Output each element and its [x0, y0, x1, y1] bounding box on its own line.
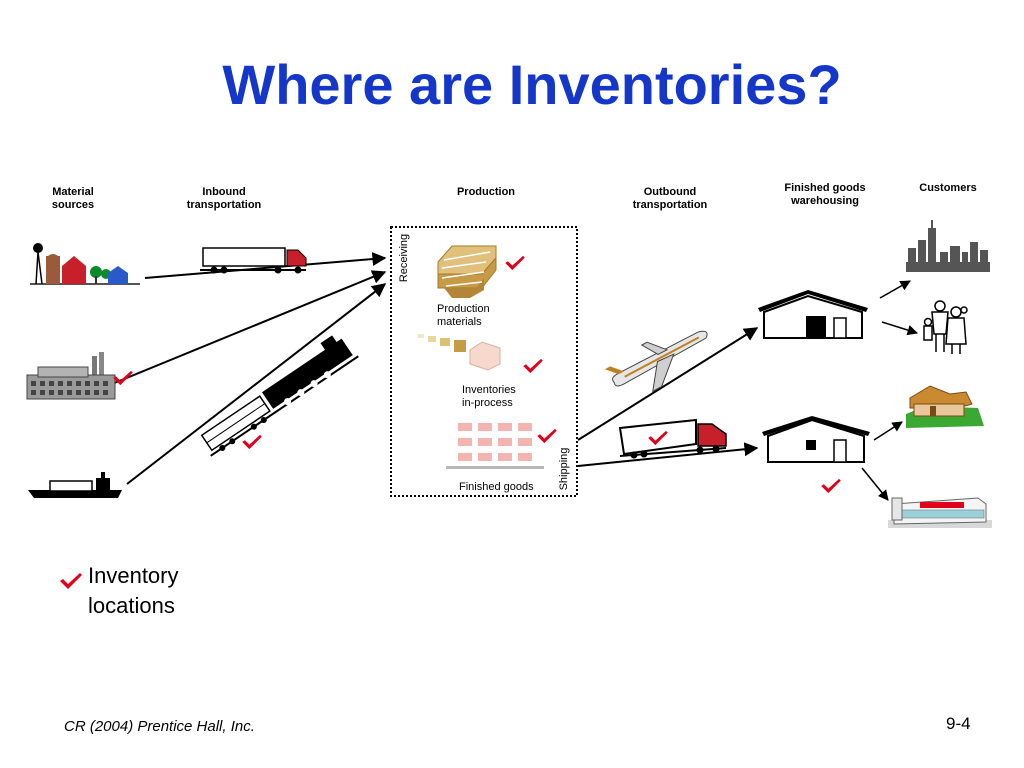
- train-icon: [200, 335, 359, 457]
- header-production: Production: [456, 186, 516, 198]
- arrow-to-house: [873, 421, 903, 441]
- factory-icon: [26, 352, 116, 400]
- finished-goods-label: Finished goods: [459, 481, 534, 493]
- inventories-in-process-label: Inventories in-process: [462, 384, 516, 409]
- ship-icon: [28, 472, 122, 498]
- check-icon-production-materials: [505, 255, 525, 271]
- work-in-process-icon: [418, 334, 501, 371]
- arrow-ship-to-production: [126, 283, 387, 485]
- arrow-farm-to-production: [144, 252, 387, 279]
- outbound-truck-icon: [618, 418, 727, 459]
- check-icon-inventories-in-process: [523, 358, 543, 374]
- city-skyline-icon: [906, 220, 990, 272]
- house-icon: [906, 385, 984, 428]
- page-number: 9-4: [946, 714, 971, 733]
- production-materials-icon: [437, 245, 497, 298]
- arrow-factory-to-production: [111, 270, 387, 385]
- warehouse-icon-2: [762, 416, 870, 463]
- header-material-sources: Material sources: [51, 186, 95, 211]
- production-materials-label: Production materials: [437, 303, 490, 328]
- warehouse-icon-1: [758, 290, 868, 339]
- finished-goods-icon: [446, 423, 544, 469]
- production-box: [390, 226, 578, 497]
- arrow-to-city: [879, 280, 911, 299]
- legend-check-icon: [60, 573, 82, 589]
- arrow-production-to-warehouse-1: [577, 327, 759, 441]
- header-finished-goods-warehousing: Finished goods warehousing: [784, 182, 866, 207]
- check-icon-finished-goods: [537, 428, 557, 444]
- header-outbound-transportation: Outbound transportation: [632, 186, 708, 211]
- inbound-truck-icon: [200, 247, 307, 274]
- receiving-label: Receiving: [398, 233, 410, 283]
- shipping-label: Shipping: [558, 447, 570, 491]
- footer-credit: CR (2004) Prentice Hall, Inc.: [64, 718, 255, 735]
- airplane-icon: [604, 330, 708, 393]
- arrow-to-family: [881, 321, 919, 336]
- header-inbound-transportation: Inbound transportation: [186, 186, 262, 211]
- header-customers: Customers: [919, 182, 977, 194]
- page-title: Where are Inventories?: [222, 53, 842, 116]
- store-icon: [888, 497, 992, 528]
- check-icon-train: [242, 434, 262, 450]
- legend-text: Inventory locations: [88, 563, 179, 618]
- arrow-to-store: [861, 467, 889, 501]
- farm-icon: [30, 243, 140, 285]
- check-icon-warehouse: [821, 478, 841, 494]
- arrow-production-to-warehouse-2: [577, 442, 759, 467]
- family-icon: [923, 300, 968, 354]
